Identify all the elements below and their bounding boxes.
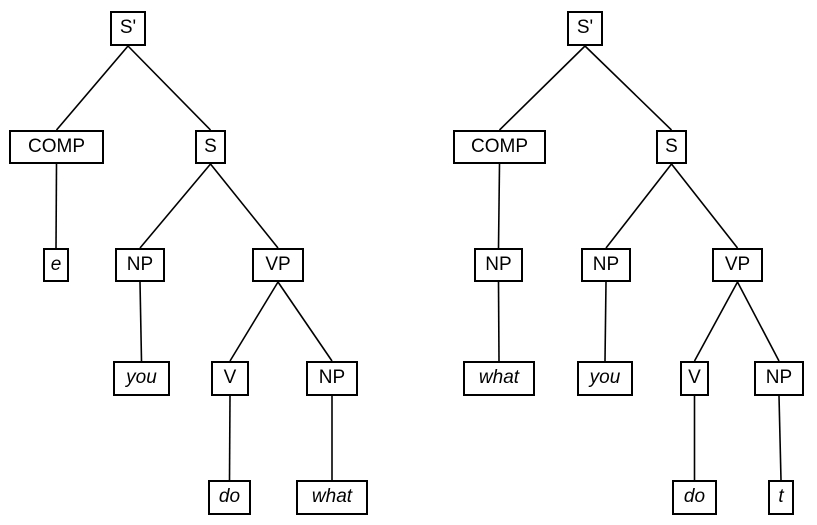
terminal-node-e: e bbox=[43, 248, 69, 282]
category-node-np: NP bbox=[306, 361, 358, 396]
node-label: do bbox=[218, 486, 241, 507]
node-label: you bbox=[589, 367, 621, 388]
tree-edge bbox=[497, 281, 500, 362]
terminal-node-you: you bbox=[113, 361, 170, 396]
node-label: what bbox=[311, 486, 353, 507]
terminal-node-do: do bbox=[208, 480, 251, 515]
category-node-comp: COMP bbox=[9, 130, 104, 164]
tree-edge bbox=[605, 163, 673, 249]
node-label: V bbox=[688, 367, 701, 388]
terminal-node-what: what bbox=[463, 361, 535, 396]
tree-edge bbox=[55, 163, 58, 249]
tree-edge bbox=[736, 281, 780, 362]
node-label: COMP bbox=[471, 135, 528, 157]
node-label: e bbox=[50, 253, 62, 275]
terminal-node-you: you bbox=[577, 361, 633, 396]
category-node-s: S bbox=[195, 130, 226, 164]
category-node-s: S' bbox=[110, 11, 146, 46]
tree-edge bbox=[127, 45, 212, 131]
tree-edge bbox=[209, 163, 279, 249]
tree-edge bbox=[229, 281, 279, 362]
category-node-v: V bbox=[680, 361, 709, 396]
tree-edge bbox=[228, 395, 231, 481]
category-node-s: S' bbox=[567, 11, 603, 46]
category-node-comp: COMP bbox=[453, 130, 546, 164]
node-label: VP bbox=[724, 253, 751, 275]
node-label: COMP bbox=[28, 135, 85, 157]
node-label: VP bbox=[265, 253, 291, 275]
tree-edge bbox=[498, 45, 586, 131]
category-node-s: S bbox=[656, 130, 687, 164]
node-label: do bbox=[683, 486, 706, 507]
tree-edge bbox=[584, 45, 673, 131]
category-node-v: V bbox=[211, 361, 249, 396]
tree-edge bbox=[693, 281, 739, 362]
tree-edge bbox=[670, 163, 739, 249]
category-node-np: NP bbox=[115, 248, 165, 282]
tree-edge bbox=[139, 163, 212, 249]
node-label: S bbox=[204, 135, 217, 157]
node-label: NP bbox=[592, 253, 620, 275]
node-label: S' bbox=[119, 17, 137, 38]
tree-edge bbox=[277, 281, 333, 362]
tree-edge bbox=[604, 281, 607, 362]
category-node-np: NP bbox=[754, 361, 804, 396]
node-label: t bbox=[778, 486, 784, 507]
category-node-vp: VP bbox=[252, 248, 304, 282]
category-node-np: NP bbox=[474, 248, 523, 282]
tree-edge bbox=[139, 281, 143, 362]
node-label: you bbox=[126, 367, 157, 388]
node-label: S bbox=[665, 135, 678, 157]
node-label: NP bbox=[318, 367, 346, 388]
terminal-node-t: t bbox=[768, 480, 794, 515]
category-node-np: NP bbox=[581, 248, 631, 282]
tree-edge bbox=[497, 163, 501, 249]
terminal-node-what: what bbox=[296, 480, 368, 515]
node-label: what bbox=[478, 367, 520, 388]
terminal-node-do: do bbox=[672, 480, 717, 515]
node-label: V bbox=[223, 367, 237, 388]
tree-edge bbox=[55, 45, 129, 131]
node-label: NP bbox=[485, 253, 512, 275]
node-label: NP bbox=[765, 367, 793, 388]
node-label: S' bbox=[576, 17, 594, 38]
tree-edge bbox=[778, 395, 782, 481]
node-label: NP bbox=[126, 253, 154, 275]
category-node-vp: VP bbox=[712, 248, 763, 282]
